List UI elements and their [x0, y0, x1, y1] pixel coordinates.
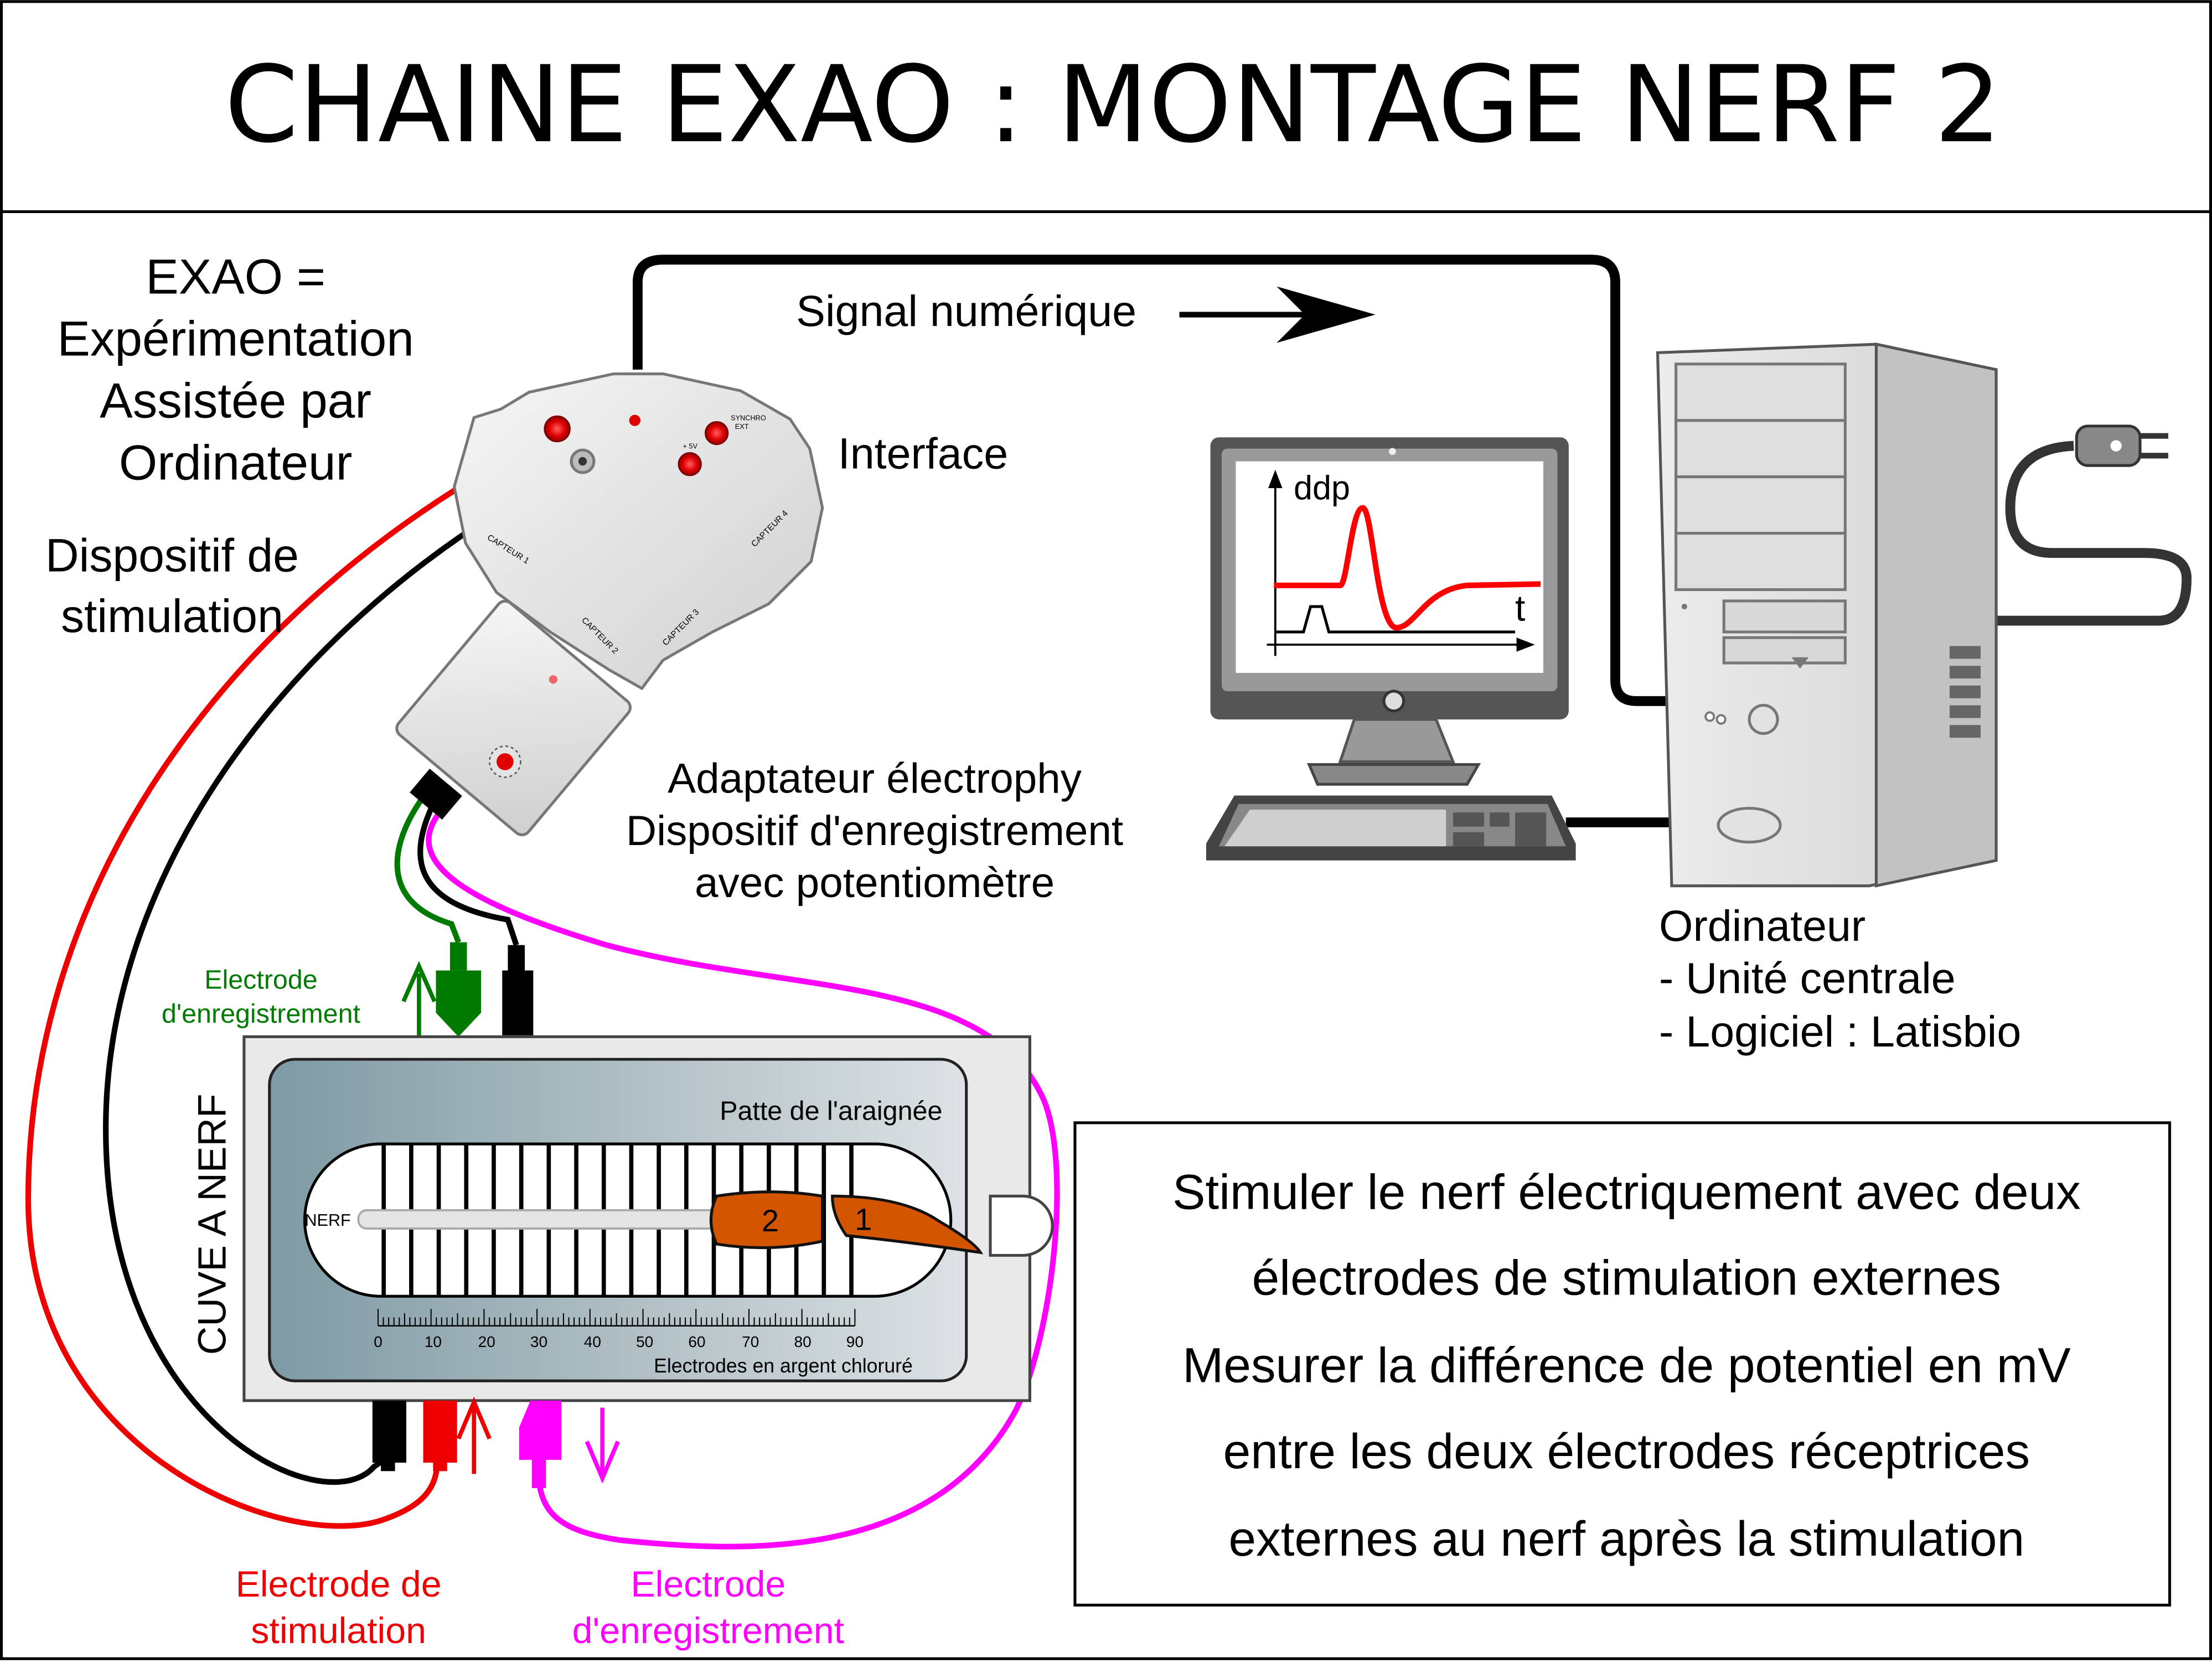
signal-label: Signal numérique	[796, 286, 1136, 335]
computer-tower	[1656, 342, 1998, 888]
leg-segment-1	[831, 1194, 984, 1255]
electrode-green-line1: Electrode	[204, 965, 318, 995]
description-line1: Stimuler le nerf électriquement avec deu…	[1172, 1164, 2081, 1219]
leg-segment-1-label: 1	[855, 1201, 872, 1236]
keyboard	[1206, 795, 1576, 861]
ruler-label-80: 80	[794, 1333, 811, 1350]
tank-nozzle	[989, 1194, 1054, 1257]
magenta-recording-plug[interactable]	[519, 1400, 562, 1488]
page-title: CHAINE EXAO : MONTAGE NERF 2	[225, 44, 2002, 167]
ruler-label-90: 90	[846, 1333, 864, 1350]
tower-power-button[interactable]	[1748, 703, 1779, 735]
stim-device-line1: Dispositif de	[45, 529, 299, 581]
signal-cable	[632, 255, 1672, 706]
interface-label: Interface	[838, 428, 1008, 478]
adapter-plug	[410, 768, 462, 820]
adapter-box	[395, 599, 632, 837]
ruler	[377, 1309, 856, 1327]
interface-jack-5v[interactable]	[678, 452, 702, 476]
monitor-stand	[1338, 718, 1455, 763]
electrode-magenta-line2: d'enregistrement	[572, 1610, 844, 1651]
ground-wire-black	[103, 463, 583, 1485]
monitor-power-button[interactable]	[1382, 690, 1405, 713]
record-wire-magenta	[426, 805, 1060, 1550]
computer-line3: - Logiciel : Latisbio	[1659, 1007, 2021, 1056]
description-line2: électrodes de stimulation externes	[1252, 1250, 2001, 1305]
adapter-line2: Dispositif d'enregistrement	[626, 807, 1123, 854]
electrode-green-line2: d'enregistrement	[162, 999, 361, 1029]
computer-line2: - Unité centrale	[1659, 953, 1956, 1002]
black-recording-plug[interactable]	[502, 945, 534, 1035]
ruler-label-70: 70	[742, 1333, 759, 1350]
signal-arrow	[1179, 286, 1376, 343]
ruler-label-0: 0	[374, 1333, 383, 1350]
leg-segment-2	[709, 1190, 824, 1250]
black-ground-plug[interactable]	[372, 1400, 406, 1472]
adapter-line3: avec potentiomètre	[695, 859, 1055, 906]
description-line4: entre les deux électrodes réceptrices	[1223, 1423, 2030, 1479]
cuve-label: CUVE A NERF	[190, 1094, 235, 1355]
screen-xlabel: t	[1515, 588, 1525, 629]
electrodes-material-label: Electrodes en argent chloruré	[654, 1355, 913, 1377]
computer-line1: Ordinateur	[1659, 901, 1865, 950]
nerve-label: NERF	[304, 1211, 350, 1230]
adapter-potentiometer[interactable]	[489, 745, 521, 778]
red-up-arrow	[456, 1396, 492, 1474]
record-wire-black	[417, 800, 519, 946]
interface-led	[629, 415, 641, 426]
exao-line2: Expérimentation	[57, 310, 414, 366]
monitor-screen	[1236, 461, 1544, 673]
interface-synchro-label1: SYNCHRO	[731, 414, 766, 422]
exao-line1: EXAO =	[146, 248, 325, 304]
stim-pulse-trace	[1275, 605, 1516, 634]
exao-line4: Ordinateur	[119, 435, 352, 490]
adapter-line1: Adaptateur électrophy	[668, 755, 1082, 802]
monitor: ddp t	[1210, 437, 1569, 786]
exao-line3: Assistée par	[100, 373, 371, 428]
green-recording-plug[interactable]	[436, 942, 482, 1037]
interface-box: SYNCHRO EXT + 5V CAPTEUR 1 CAPTEUR 2 CAP…	[452, 372, 824, 691]
red-stimulation-plug[interactable]	[423, 1400, 457, 1472]
power-plug-icon	[2075, 424, 2168, 467]
ruler-label-10: 10	[425, 1333, 442, 1350]
ruler-labels: 0 10 20 30 40 50 60 70 80 90	[374, 1333, 864, 1350]
electrode-magenta-line1: Electrode	[630, 1564, 785, 1605]
description-box	[1073, 1121, 2172, 1607]
leg-segment-2-label: 2	[762, 1203, 779, 1238]
stim-wire-red	[25, 432, 555, 1529]
action-potential-trace	[1274, 505, 1541, 631]
electrode-red-line2: stimulation	[251, 1610, 426, 1651]
interface-synchro-label2: EXT	[735, 422, 749, 431]
screen-ylabel: ddp	[1294, 469, 1350, 506]
power-cable	[1996, 441, 2192, 626]
patte-label: Patte de l'araignée	[720, 1096, 942, 1126]
magenta-down-arrow	[585, 1407, 620, 1484]
interface-jack-stim[interactable]	[544, 415, 571, 443]
ruler-label-60: 60	[688, 1333, 705, 1350]
ruler-label-40: 40	[584, 1333, 601, 1350]
electrode-red-line1: Electrode de	[236, 1564, 442, 1605]
green-up-arrow	[401, 961, 437, 1037]
ruler-label-20: 20	[478, 1333, 495, 1350]
ruler-label-50: 50	[636, 1333, 653, 1350]
interface-5v-label: + 5V	[683, 442, 697, 450]
stim-device-line2: stimulation	[61, 590, 283, 642]
interface-jack-synchro[interactable]	[704, 421, 729, 445]
record-wire-green	[394, 795, 462, 944]
description-line3: Mesurer la différence de potentiel en mV	[1182, 1338, 2071, 1393]
description-line5: externes au nerf après la stimulation	[1229, 1511, 2025, 1566]
ruler-label-30: 30	[530, 1333, 547, 1350]
